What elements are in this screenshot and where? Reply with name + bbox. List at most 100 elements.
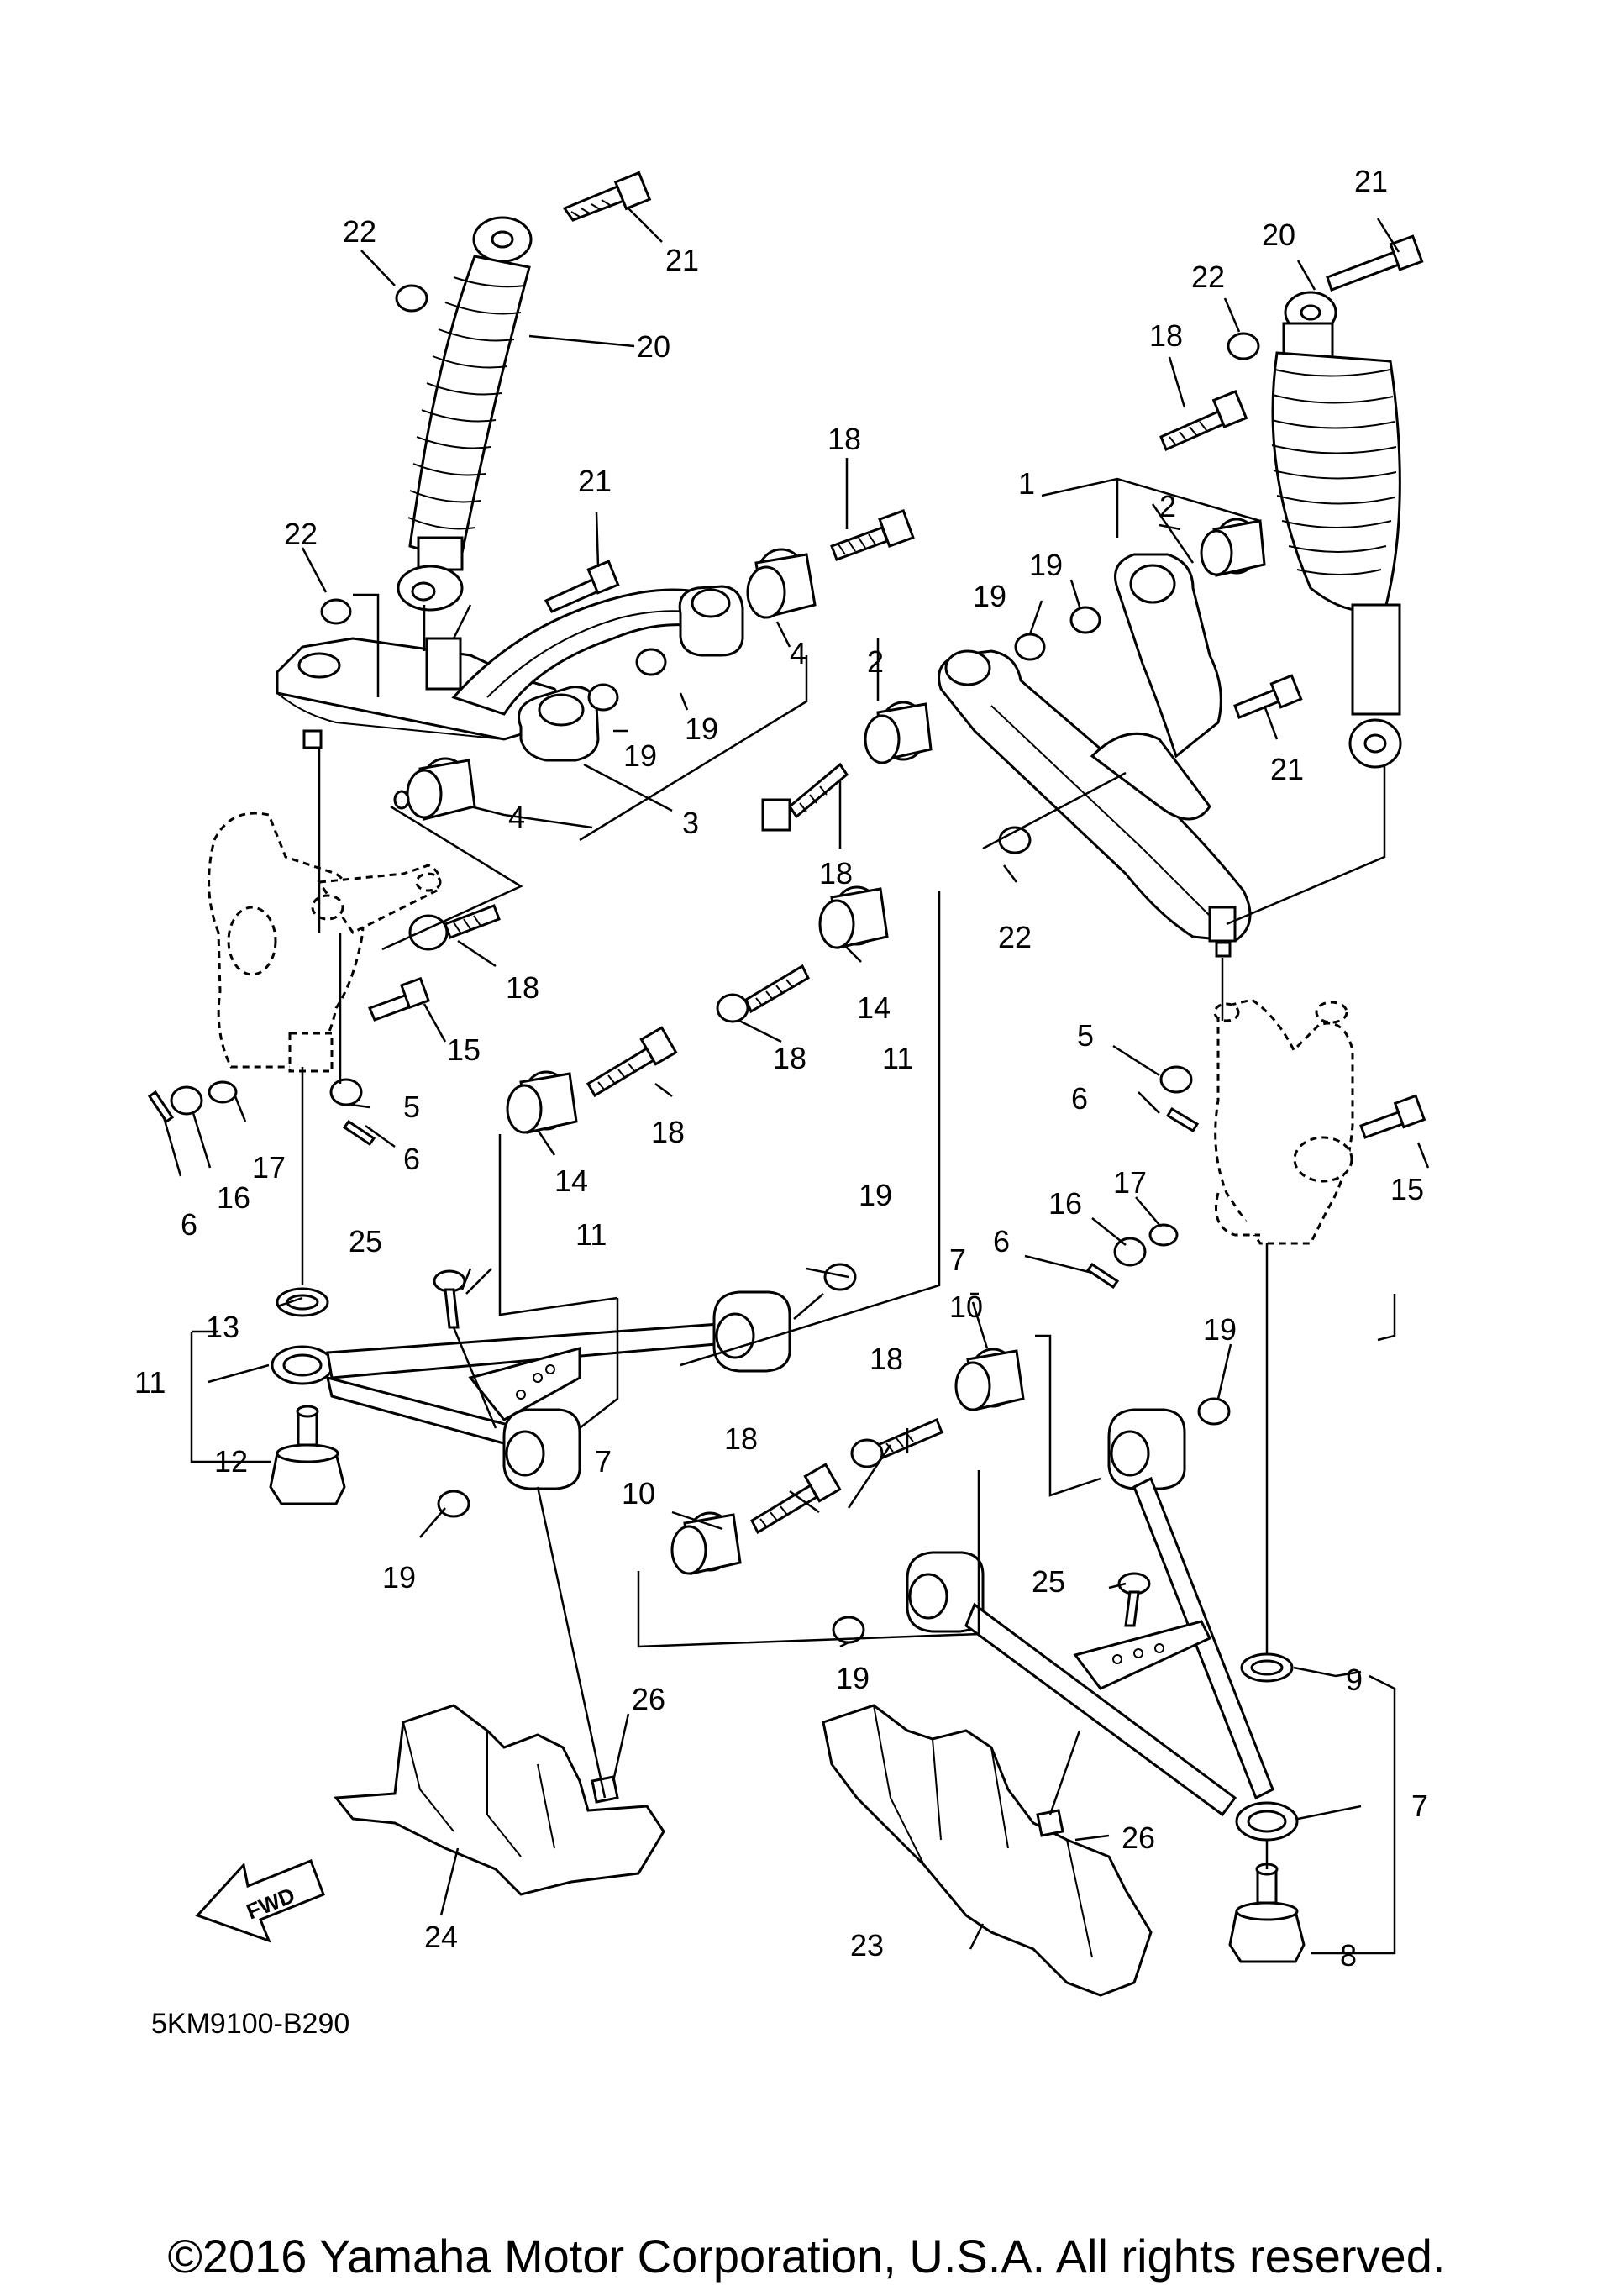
left-lower-arm [271,1290,791,1490]
left-bushing-upper [746,548,817,619]
callout-2-right-b: 2 [867,644,884,679]
callout-8: 8 [1340,1938,1357,1973]
left-washer-17 [208,1080,238,1104]
left-lower-bolt-18c [750,1463,842,1535]
left-nut-19b [635,648,667,676]
callout-1: 1 [1018,466,1035,501]
right-nut-19e [1014,633,1046,661]
callout-24: 24 [424,1920,458,1954]
callout-19-left-d: 19 [382,1560,416,1595]
right-nut-19g [1197,1397,1231,1426]
callout-18-right-arm: 18 [819,856,853,891]
callout-5-left: 5 [403,1090,420,1124]
right-bolt-25 [1117,1572,1151,1627]
drawing-code: 5KM9100-B290 [151,2008,349,2040]
callout-18-left-lower-b: 18 [651,1115,685,1149]
right-circlip-9 [1240,1652,1294,1683]
callout-7-right-a: 7 [949,1243,966,1277]
callout-6-left-b: 6 [181,1207,197,1242]
callout-7-right-c: 7 [1411,1789,1428,1823]
left-bolt-knuckle [408,904,501,951]
right-ball-joint-8 [1228,1863,1306,1963]
left-clip-26 [591,1775,619,1804]
callout-14-left-a: 14 [857,990,891,1025]
right-nut-22-top [1227,332,1260,360]
callout-22-left-arm: 22 [284,517,318,551]
callout-7-left: 7 [595,1444,612,1479]
left-nut-22-arm [320,598,352,625]
right-bolt-18-arm [761,762,849,832]
callout-16-right: 16 [1048,1186,1082,1221]
callout-4-left-bottom: 4 [508,800,525,834]
callout-20-right: 20 [1262,218,1295,252]
callout-16-left: 16 [217,1180,250,1215]
callout-15-left: 15 [447,1032,481,1067]
right-shock-absorber [1271,291,1402,769]
left-bolt-arm-shock [544,560,620,613]
callout-22-right-arm: 22 [998,920,1032,954]
left-circlip-13 [276,1287,329,1317]
callout-labels: 22 21 20 21 22 18 4 19 19 3 4 18 15 5 6 … [134,164,1428,1973]
left-arm-guard [334,1704,665,1896]
right-cotter-pin-6d [1085,1262,1120,1290]
callout-11-left-b: 11 [575,1217,607,1252]
left-nut-19c [823,1263,857,1291]
left-nut-5 [329,1078,363,1106]
callout-19-left-b: 19 [623,738,657,773]
callout-6-left-a: 6 [403,1142,420,1176]
left-steering-knuckle [208,812,442,1073]
callout-6-right-c: 6 [1071,1081,1088,1116]
callout-23: 23 [850,1928,884,1962]
callout-19-right-g: 19 [1203,1312,1237,1347]
callout-21-right-top: 21 [1354,164,1388,198]
callout-21-right-arm: 21 [1270,752,1304,786]
left-lower-bushing-14b [506,1070,578,1134]
callout-18-left-knuckle: 18 [506,970,539,1005]
callout-15-right: 15 [1390,1172,1424,1206]
callout-21-left-arm: 21 [578,464,612,498]
copyright-notice: ©2016 Yamaha Motor Corporation, U.S.A. A… [168,2230,1446,2283]
callout-4-left-top: 4 [790,636,806,670]
callout-18-right-top: 18 [1149,318,1183,353]
right-lower-arm [906,1408,1299,1842]
left-lower-bushing-14a [818,885,889,949]
right-bolt-21-top [1326,234,1424,292]
callout-19-right-h: 19 [836,1661,870,1695]
left-ball-joint-12 [269,1405,346,1505]
callout-18-left-lower-a: 18 [773,1041,806,1075]
callout-19-right-f: 19 [973,579,1006,613]
right-lower-bolt-18d [850,1418,943,1468]
left-lower-bolt-18a [716,964,810,1023]
left-bolt-arm-pivot [830,508,915,561]
callout-21-left-top: 21 [665,243,699,277]
callout-22-right-top: 22 [1191,260,1225,294]
callout-10-left: 10 [622,1476,655,1511]
callout-18-right-lower: 18 [870,1342,903,1376]
callout-19-left-c: 19 [859,1178,892,1212]
left-nut-22-top [395,284,428,313]
callout-19-left-a: 19 [685,712,718,746]
right-steering-knuckle [1213,998,1354,1245]
callout-12: 12 [214,1444,248,1479]
left-upper-arm [276,585,744,762]
callout-19-right-e: 19 [1029,548,1063,582]
left-nut-19d [437,1490,470,1518]
right-nut-19f [1069,606,1101,634]
callout-10-right: 10 [949,1290,983,1324]
left-cotter-pin-6b [147,1090,175,1124]
callout-9: 9 [1346,1663,1363,1697]
callout-25-left: 25 [349,1224,382,1258]
callout-6-right-d: 6 [993,1224,1010,1258]
callout-11-left-c: 11 [134,1365,166,1400]
left-cotter-pin-6a [342,1119,376,1147]
callout-17-left: 17 [252,1150,286,1185]
callout-20-left: 20 [637,329,670,364]
left-bolt-knuckle-15 [367,976,430,1022]
left-bolt-upper-shock [562,171,652,222]
right-cotter-pin-6c [1165,1106,1200,1133]
fwd-arrow-icon: FWD [195,1859,325,1943]
callout-3: 3 [682,806,699,840]
right-arm-guard [822,1704,1153,1997]
right-bolt-15 [1359,1094,1426,1139]
